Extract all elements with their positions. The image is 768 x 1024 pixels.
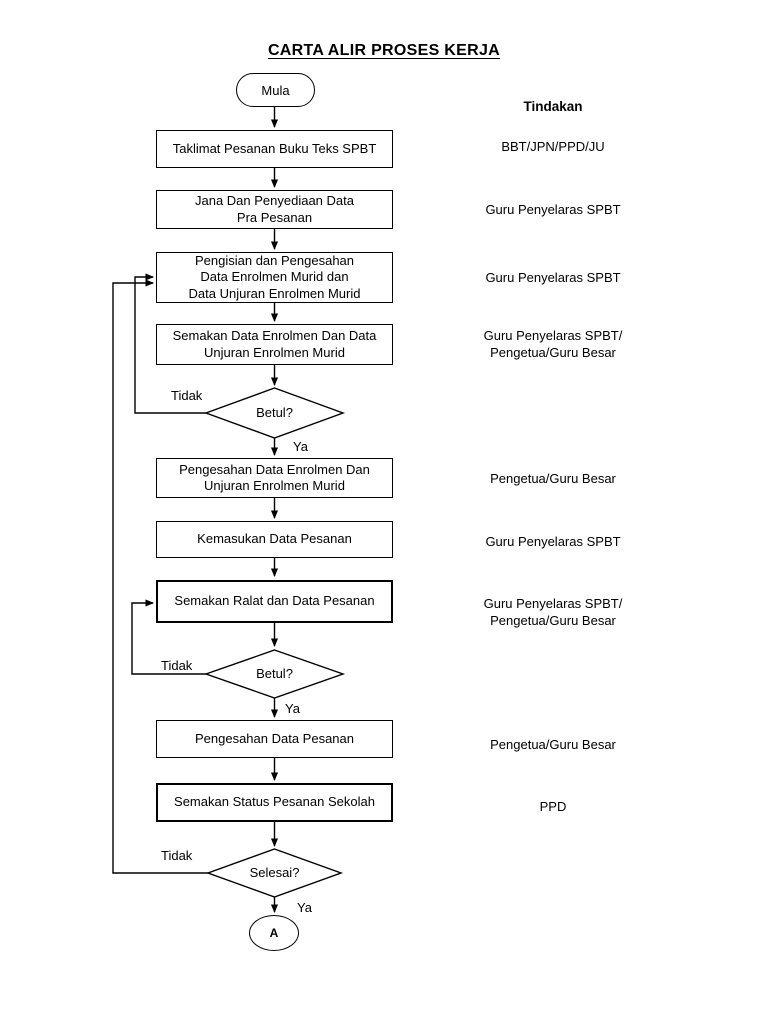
flow-step-4: Semakan Data Enrolmen Dan Data Unjuran E… xyxy=(156,324,393,365)
page-title: CARTA ALIR PROSES KERJA xyxy=(267,42,501,59)
decision-2-no-label: Tidak xyxy=(161,658,193,673)
flow-step-9: Semakan Status Pesanan Sekolah xyxy=(156,783,393,822)
flow-step-1: Taklimat Pesanan Buku Teks SPBT xyxy=(156,130,393,168)
decision-3-yes-label: Ya xyxy=(297,900,312,915)
action-label-3: Guru Penyelaras SPBT xyxy=(485,270,621,285)
action-label-6: Guru Penyelaras SPBT xyxy=(485,534,621,549)
decision-2-label: Betul? xyxy=(256,666,293,681)
action-column-header: Tindakan xyxy=(523,99,583,114)
decision-1-label: Betul? xyxy=(256,405,293,420)
flow-step-6: Kemasukan Data Pesanan xyxy=(156,521,393,558)
flow-step-7: Semakan Ralat dan Data Pesanan xyxy=(156,580,393,623)
decision-3-no-label: Tidak xyxy=(161,848,193,863)
action-label-7: Guru Penyelaras SPBT/ Pengetua/Guru Besa… xyxy=(483,596,623,628)
decision-3-label: Selesai? xyxy=(249,865,300,880)
flow-offpage-connector: A xyxy=(249,915,299,951)
action-label-1: BBT/JPN/PPD/JU xyxy=(501,139,605,154)
flow-step-2: Jana Dan Penyediaan Data Pra Pesanan xyxy=(156,190,393,229)
action-label-8: Pengetua/Guru Besar xyxy=(490,737,616,752)
action-label-2: Guru Penyelaras SPBT xyxy=(485,202,621,217)
flow-step-5: Pengesahan Data Enrolmen Dan Unjuran Enr… xyxy=(156,458,393,498)
action-label-5: Pengetua/Guru Besar xyxy=(490,471,616,486)
action-label-4: Guru Penyelaras SPBT/ Pengetua/Guru Besa… xyxy=(483,328,623,360)
decision-1-no-label: Tidak xyxy=(171,388,203,403)
action-label-9: PPD xyxy=(539,799,567,814)
flow-step-8: Pengesahan Data Pesanan xyxy=(156,720,393,758)
decision-1-yes-label: Ya xyxy=(293,439,308,454)
decision-2-yes-label: Ya xyxy=(285,701,300,716)
flow-step-3: Pengisian dan Pengesahan Data Enrolmen M… xyxy=(156,252,393,303)
flow-start-terminator: Mula xyxy=(236,73,315,107)
